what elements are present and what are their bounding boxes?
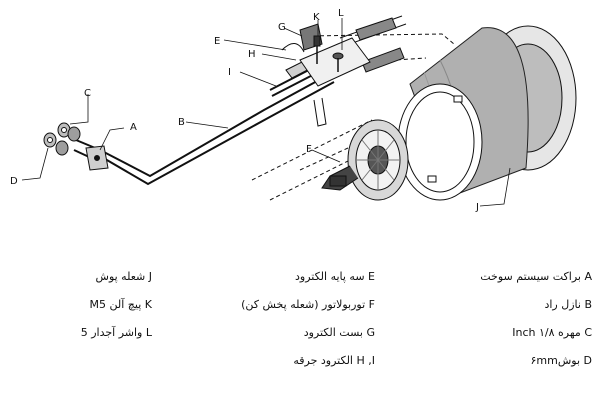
legend-e: E سه پایه الکترود	[294, 270, 375, 283]
flame-tube	[397, 25, 577, 201]
legend-f: F توربولاتور (شعله پخش کن)	[241, 298, 375, 311]
legend-b: B نازل راد	[544, 298, 592, 311]
turbulator	[321, 119, 409, 201]
bushing-6mm	[43, 132, 69, 156]
callout-l: L	[338, 8, 344, 19]
callout-g: G	[278, 22, 286, 33]
fuel-bracket	[85, 145, 109, 171]
callout-f: F	[306, 144, 312, 155]
legend-l: L واشر آجدار 5	[80, 326, 152, 339]
callout-e: E	[214, 36, 220, 47]
leader-lines	[21, 18, 511, 207]
callout-h: H	[248, 49, 256, 60]
callout-i: I	[228, 67, 231, 78]
nozzle-rod	[73, 73, 335, 186]
legend-j: J شعله پوش	[95, 270, 152, 283]
legend-k: K پیچ آلن M5	[89, 298, 152, 311]
legend-d: D بوش۶mm	[530, 354, 593, 367]
callout-j: J	[475, 202, 479, 213]
legend-c: C مهره Inch ۱/۸	[512, 326, 592, 339]
ridged-washer-5	[332, 52, 344, 72]
callout-a: A	[130, 122, 137, 133]
legend-g: G بست الکترود	[303, 326, 375, 339]
electrode-tripod	[281, 37, 371, 87]
burner-assembly-diagram: E H I G K L B A C D F J	[10, 8, 577, 213]
legend-a: A براکت سیستم سوخت	[480, 270, 592, 283]
legend-hi: H ,I الکترود جرقه	[293, 354, 375, 367]
allen-screw-m5	[313, 35, 321, 64]
callout-b: B	[178, 117, 185, 128]
callout-c: C	[84, 88, 91, 99]
nut-eighth-inch	[57, 122, 81, 142]
callout-d: D	[10, 176, 18, 187]
callout-k: K	[313, 12, 320, 23]
